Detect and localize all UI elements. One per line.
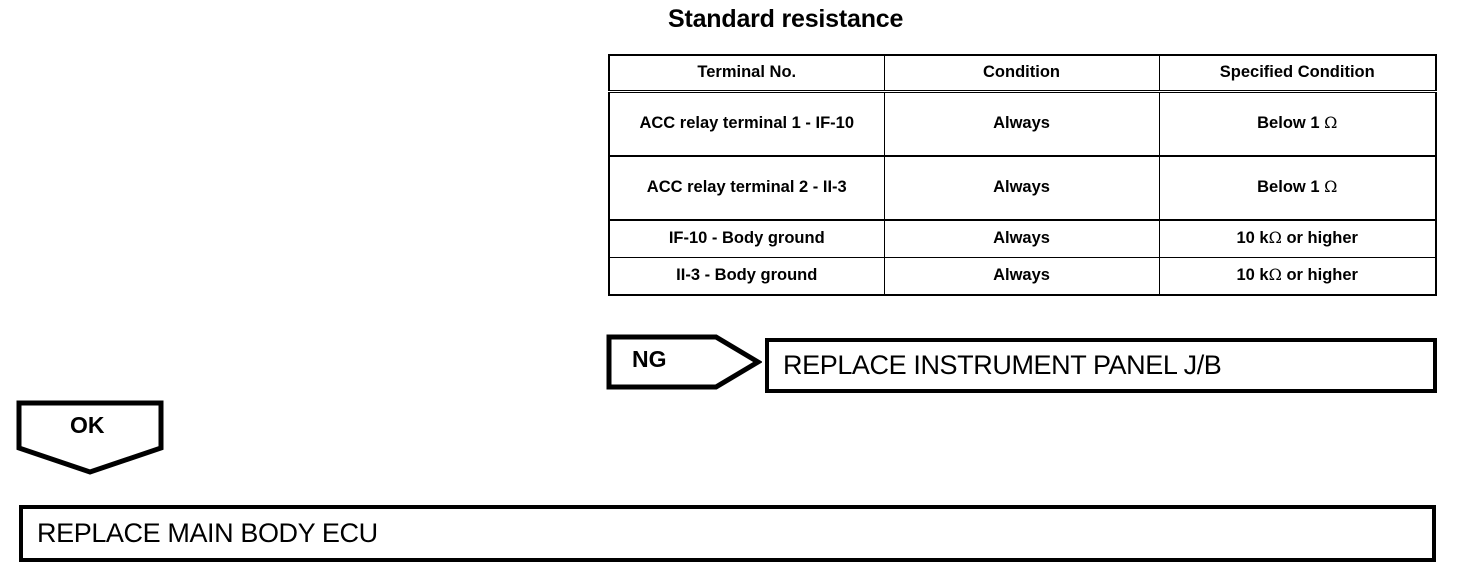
cell-terminal: IF-10 - Body ground bbox=[608, 219, 885, 258]
column-header-condition: Condition bbox=[883, 54, 1160, 93]
replace-instrument-panel-jb-box[interactable]: REPLACE INSTRUMENT PANEL J/B bbox=[765, 338, 1437, 393]
table-header-row: Terminal No. Condition Specified Conditi… bbox=[608, 54, 1437, 93]
specified-suffix: or higher bbox=[1281, 229, 1358, 248]
cell-condition: Always bbox=[883, 91, 1160, 157]
table-row: II-3 - Body ground Always 10 kΩ or highe… bbox=[608, 257, 1437, 296]
ohm-symbol: Ω bbox=[1324, 113, 1338, 133]
replace-main-body-ecu-box[interactable]: REPLACE MAIN BODY ECU bbox=[19, 505, 1436, 562]
ohm-symbol: Ω bbox=[1324, 177, 1338, 197]
ng-arrow-connector: NG bbox=[606, 334, 762, 390]
cell-terminal: ACC relay terminal 2 - II-3 bbox=[608, 155, 885, 221]
page-title: Standard resistance bbox=[668, 5, 904, 33]
cell-condition: Always bbox=[883, 257, 1160, 296]
arrow-down-icon bbox=[16, 400, 164, 475]
cell-specified: Below 1 Ω bbox=[1158, 155, 1437, 221]
specified-value: Below 1 bbox=[1257, 114, 1325, 133]
table-row: IF-10 - Body ground Always 10 kΩ or high… bbox=[608, 219, 1437, 258]
ok-arrow-connector: OK bbox=[15, 399, 167, 477]
cell-condition: Always bbox=[883, 155, 1160, 221]
standard-resistance-table: Terminal No. Condition Specified Conditi… bbox=[608, 54, 1437, 296]
ohm-symbol: Ω bbox=[1268, 228, 1282, 248]
specified-value: Below 1 bbox=[1257, 178, 1325, 197]
cell-specified: Below 1 Ω bbox=[1158, 91, 1437, 157]
cell-condition: Always bbox=[883, 219, 1160, 258]
table-row: ACC relay terminal 1 - IF-10 Always Belo… bbox=[608, 91, 1437, 157]
cell-terminal: II-3 - Body ground bbox=[608, 257, 885, 296]
replace-instrument-panel-jb-label: REPLACE INSTRUMENT PANEL J/B bbox=[783, 350, 1222, 380]
cell-terminal: ACC relay terminal 1 - IF-10 bbox=[608, 91, 885, 157]
specified-value: 10 k bbox=[1236, 266, 1269, 285]
table-row: ACC relay terminal 2 - II-3 Always Below… bbox=[608, 155, 1437, 221]
ng-label: NG bbox=[632, 346, 667, 372]
replace-main-body-ecu-label: REPLACE MAIN BODY ECU bbox=[37, 518, 378, 548]
column-header-specified-condition: Specified Condition bbox=[1158, 54, 1437, 93]
specified-value: 10 k bbox=[1236, 229, 1269, 248]
specified-suffix: or higher bbox=[1281, 266, 1358, 285]
column-header-terminal-no: Terminal No. bbox=[608, 54, 885, 93]
ohm-symbol: Ω bbox=[1268, 265, 1282, 285]
cell-specified: 10 kΩ or higher bbox=[1158, 257, 1437, 296]
ok-label: OK bbox=[70, 412, 105, 438]
arrow-right-icon bbox=[606, 334, 762, 390]
cell-specified: 10 kΩ or higher bbox=[1158, 219, 1437, 258]
